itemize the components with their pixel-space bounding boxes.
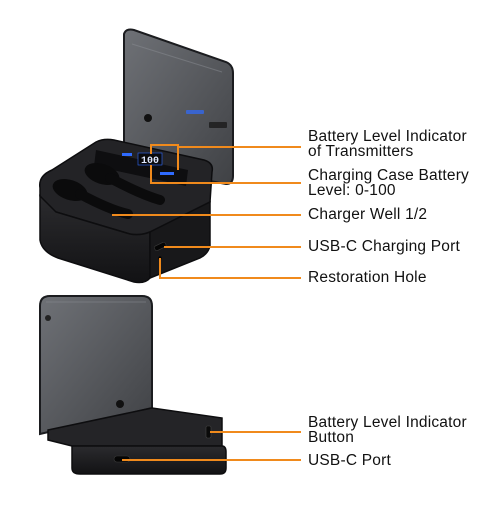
lid-hole — [144, 114, 152, 122]
leader-restoration-hole-tick — [159, 258, 161, 278]
top-case: 100 — [39, 28, 234, 284]
top-case-body-front — [39, 194, 151, 284]
transmitter-led-right — [160, 172, 174, 175]
leader-restoration-hole — [159, 277, 301, 279]
top-usb-c-port — [154, 241, 167, 251]
label-battery-indicator-transmitters: Battery Level Indicator of Transmitters — [308, 128, 467, 160]
label-case-battery-level: Charging Case Battery Level: 0-100 — [308, 167, 470, 199]
leader-case-battery — [150, 182, 301, 184]
transmitter-led-left — [122, 153, 132, 156]
leader-charger-well — [112, 214, 301, 216]
leader-transmitters — [177, 146, 301, 148]
leader-battery-indicator-button — [210, 431, 301, 433]
bottom-case — [39, 295, 227, 475]
bottom-case-lid — [39, 295, 153, 436]
label-usb-c-charging-port: USB-C Charging Port — [308, 238, 460, 255]
label-charger-well: Charger Well 1/2 — [308, 206, 428, 223]
label-usb-c-port: USB-C Port — [308, 452, 391, 469]
leader-usb-c-charging-port — [164, 246, 301, 248]
bottom-lid-hole — [116, 400, 124, 408]
label-battery-indicator-button: Battery Level Indicator Button — [308, 414, 467, 446]
display-bar — [94, 150, 188, 186]
leader-case-battery-tick — [150, 165, 152, 183]
case-battery-digits: 100 — [141, 156, 159, 167]
leader-transmitters-tick-left — [150, 144, 152, 154]
label-restoration-hole: Restoration Hole — [308, 269, 427, 286]
leader-transmitters-tick-right — [177, 144, 179, 170]
leader-transmitters-bridge — [150, 144, 178, 146]
leader-usb-c-port — [122, 459, 301, 461]
lid-led-reflection — [186, 110, 204, 114]
